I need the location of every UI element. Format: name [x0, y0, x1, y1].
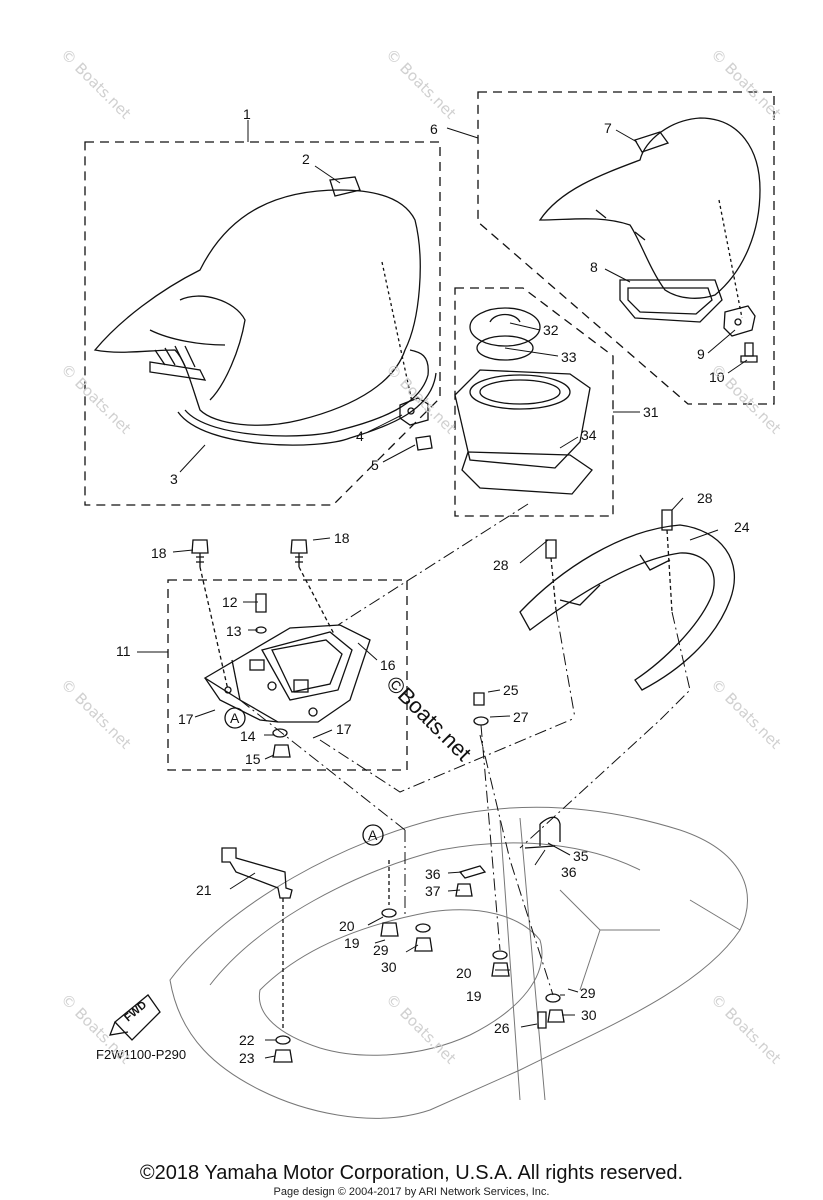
watermark: © Boats.net — [382, 990, 460, 1068]
callout-37: 37 — [425, 883, 441, 899]
callout-22: 22 — [239, 1032, 255, 1048]
watermark: © Boats.net — [707, 360, 785, 438]
callout-28: 28 — [697, 490, 713, 506]
center-watermark: ©Boats.net — [381, 671, 476, 766]
group-box-rear-seat — [477, 91, 775, 405]
callout-20: 20 — [339, 918, 355, 934]
callout-4: 4 — [356, 428, 364, 444]
hull-drawing — [169, 806, 748, 1119]
callout-31: 31 — [643, 404, 659, 420]
callout-13: 13 — [226, 623, 242, 639]
callout-8: 8 — [590, 259, 598, 275]
callout-17: 17 — [178, 711, 194, 727]
callout-28b: 28 — [493, 557, 509, 573]
callout-15: 15 — [245, 751, 261, 767]
front-seat-drawing — [93, 176, 437, 446]
callout-26: 26 — [494, 1020, 510, 1036]
watermark: © Boats.net — [707, 675, 785, 753]
callout-30b: 30 — [581, 1007, 597, 1023]
pin-parts — [473, 692, 489, 726]
parts-diagram: 1 2 3 4 5 6 7 8 9 10 11 12 13 14 15 16 1… — [57, 45, 785, 1119]
front-seat-hook — [381, 261, 429, 426]
callout-17b: 17 — [336, 721, 352, 737]
callout-27: 27 — [513, 709, 529, 725]
storage-bucket — [454, 369, 593, 495]
watermark: © Boats.net — [57, 45, 135, 123]
watermark: © Boats.net — [707, 45, 785, 123]
rear-seat-drawing — [538, 117, 761, 323]
callout-5: 5 — [371, 457, 379, 473]
seat-frame-drawing — [203, 624, 371, 723]
reference-marker-a: A — [230, 710, 240, 726]
callout-30: 30 — [381, 959, 397, 975]
hull-fasteners — [380, 816, 565, 1029]
callout-35: 35 — [573, 848, 589, 864]
grab-handle-drawing — [519, 509, 735, 691]
copyright-notice: ©2018 Yamaha Motor Corporation, U.S.A. A… — [139, 1162, 684, 1184]
frame-bolts — [191, 539, 335, 758]
callout-25: 25 — [503, 682, 519, 698]
fwd-arrow-icon — [108, 994, 161, 1041]
storage-cap — [469, 307, 541, 361]
callout-11: 11 — [116, 643, 131, 659]
page-design-credit: Page design © 2004-2017 by ARI Network S… — [273, 1186, 550, 1198]
watermark: © Boats.net — [382, 45, 460, 123]
reference-marker-circle — [362, 824, 384, 846]
callout-18b: 18 — [334, 530, 350, 546]
rear-seat-hook — [723, 305, 756, 337]
watermark: © Boats.net — [57, 360, 135, 438]
front-seat-nut — [415, 435, 433, 451]
callout-16: 16 — [380, 657, 396, 673]
figure-code: F2W1100-P290 — [96, 1047, 186, 1062]
watermark: © Boats.net — [382, 360, 460, 438]
watermark: © Boats.net — [57, 675, 135, 753]
callout-1: 1 — [243, 106, 251, 122]
watermark: © Boats.net — [707, 990, 785, 1068]
fwd-label: FWD — [122, 999, 149, 1024]
group-box-front-seat — [84, 141, 441, 506]
callout-19: 19 — [344, 935, 360, 951]
callout-2: 2 — [302, 151, 310, 167]
group-box-storage-bucket — [454, 287, 614, 517]
reference-marker-circle — [224, 707, 246, 729]
reference-marker-a: A — [368, 827, 378, 843]
callout-23: 23 — [239, 1050, 255, 1066]
callout-36b: 36 — [561, 864, 577, 880]
callout-6: 6 — [430, 121, 438, 137]
callout-36: 36 — [425, 866, 441, 882]
callout-14: 14 — [240, 728, 256, 744]
callout-29b: 29 — [580, 985, 596, 1001]
callout-3: 3 — [170, 471, 178, 487]
callout-12: 12 — [222, 594, 238, 610]
callout-29: 29 — [373, 942, 389, 958]
callout-leaders — [137, 120, 748, 1059]
callout-32: 32 — [543, 322, 559, 338]
leader-lines — [239, 503, 691, 996]
rear-seat-bolt — [740, 342, 758, 363]
callout-7: 7 — [604, 120, 612, 136]
callout-10: 10 — [709, 369, 725, 385]
callout-labels: 1 2 3 4 5 6 7 8 9 10 11 12 13 14 15 16 1… — [116, 106, 750, 1066]
callout-24: 24 — [734, 519, 750, 535]
callout-21: 21 — [196, 882, 212, 898]
callout-34: 34 — [581, 427, 597, 443]
callout-18: 18 — [151, 545, 167, 561]
group-box-seat-frame — [167, 579, 408, 771]
callout-9: 9 — [697, 346, 705, 362]
callout-19b: 19 — [466, 988, 482, 1004]
callout-33: 33 — [561, 349, 577, 365]
callout-20b: 20 — [456, 965, 472, 981]
